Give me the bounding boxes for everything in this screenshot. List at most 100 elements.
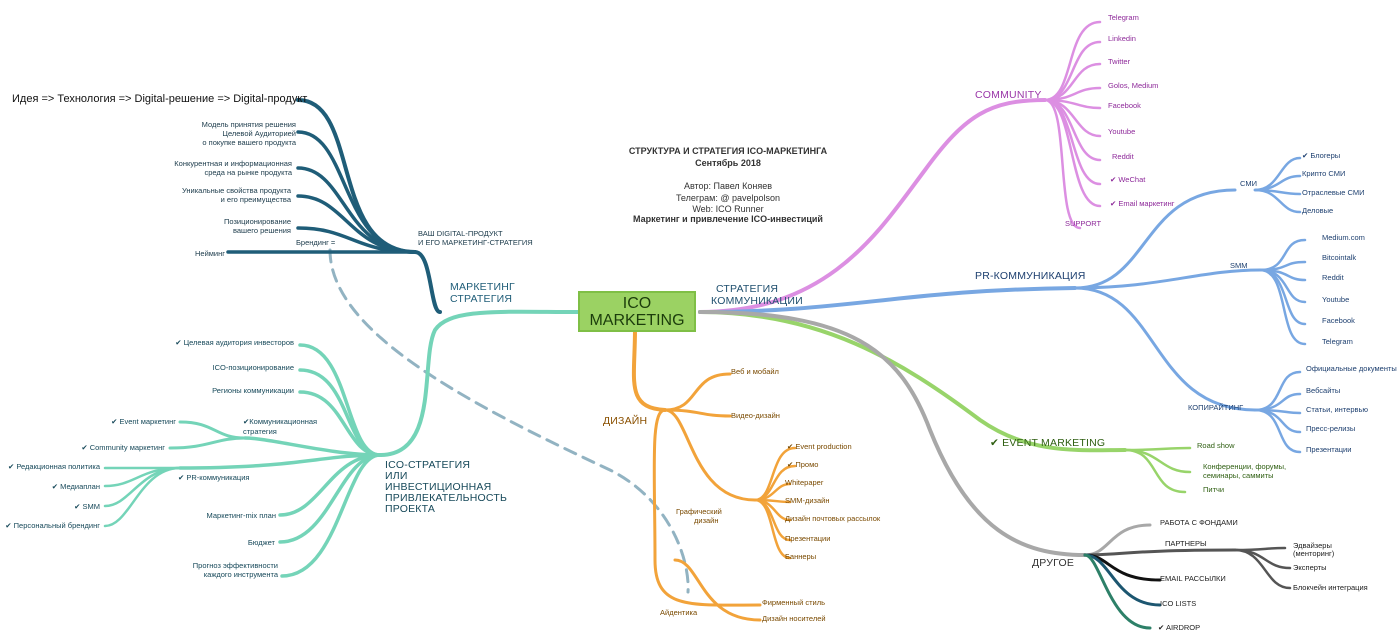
community-item: Twitter (1108, 57, 1131, 66)
ico-label-line: ПРОЕКТА (385, 503, 435, 515)
center-node-line1: ICO (622, 294, 652, 312)
other-funds: РАБОТА С ФОНДАМИ (1160, 518, 1238, 527)
marketing-branch-lines (226, 98, 442, 314)
pr-smi-label: СМИ (1240, 179, 1257, 188)
ico-pr-label: ✔ PR-коммуникация (178, 473, 249, 482)
community-item: SUPPORT (1065, 219, 1102, 228)
event-branch-lines (698, 310, 1192, 494)
ico-pr-item: ✔ SMM (74, 502, 100, 511)
pr-copy-item: Статьи, интервью (1306, 405, 1368, 414)
marketing-unique-line: и его преимущества (221, 195, 292, 204)
marketing-label-line2: СТРАТЕГИЯ (450, 293, 512, 305)
pr-label: PR-КОММУНИКАЦИЯ (975, 270, 1086, 282)
marketing-model-line: Целевой Аудиторией (222, 129, 296, 138)
community-item: Youtube (1108, 127, 1135, 136)
ico-pr-item: ✔ Персональный брендинг (5, 521, 100, 530)
pr-copy-item: Вебсайты (1306, 386, 1340, 395)
pr-smm-item: Medium.com (1322, 233, 1365, 242)
ico-label-line: ПРИВЛЕКАТЕЛЬНОСТЬ (385, 492, 507, 504)
header-date: Сентябрь 2018 (695, 158, 761, 168)
header-author: Автор: Павел Коняев (684, 181, 772, 191)
event-label: ✔ EVENT MARKETING (990, 437, 1105, 449)
other-partners-label: ПАРТНЕРЫ (1165, 539, 1207, 548)
ico-forecast-line: Прогноз эффективности (193, 561, 278, 570)
event-item: Road show (1197, 441, 1235, 450)
community-item: Facebook (1108, 101, 1141, 110)
marketing-competition-line: Конкурентная и информационная (174, 159, 292, 168)
pr-smm-item: Facebook (1322, 316, 1355, 325)
community-item: Golos, Medium (1108, 81, 1158, 90)
community-labels: COMMUNITY Telegram Linkedin Twitter Golo… (975, 13, 1175, 228)
community-item: Reddit (1112, 152, 1135, 161)
design-identity-label: Айдентика (660, 608, 698, 617)
ico-comm-item: ✔ Event маркетинг (111, 417, 176, 426)
marketing-positioning-line: вашего решения (233, 226, 291, 235)
ico-comm-label-line1: ✔Коммуникационная (243, 417, 317, 426)
pr-smi-item: Крипто СМИ (1302, 169, 1345, 178)
pr-smi-item: Отраслевые СМИ (1302, 188, 1365, 197)
marketing-positioning-line: Позиционирование (224, 217, 291, 226)
design-graphic-item: Дизайн почтовых рассылок (785, 514, 881, 523)
header-title: СТРУКТУРА И СТРАТЕГИЯ ICO-МАРКЕТИНГА (629, 146, 828, 156)
event-item: Конференции, форумы, (1203, 462, 1286, 471)
marketing-idea: Идея => Технология => Digital-решение =>… (12, 93, 307, 105)
other-airdrop: ✔ AIRDROP (1158, 623, 1200, 632)
marketing-label-line1: МАРКЕТИНГ (450, 281, 515, 293)
ico-pr-item: ✔ Медиаплан (52, 482, 100, 491)
pr-smm-item: Reddit (1322, 273, 1345, 282)
other-partners-item: Эдвайзеры (1293, 541, 1332, 550)
ico-mix: Маркетинг-mix план (207, 511, 276, 520)
ico-label-line: ИЛИ (385, 470, 408, 482)
marketing-branding: Брендинг = (296, 238, 336, 247)
marketing-product-line1: ВАШ DIGITAL-ПРОДУКТ (418, 229, 503, 238)
design-graphic-item: Баннеры (785, 552, 816, 561)
design-graphic-item: Whitepaper (785, 478, 824, 487)
ico-audience: ✔ Целевая аудитория инвесторов (175, 338, 294, 347)
pr-copy-item: Презентации (1306, 445, 1351, 454)
header-telegram: Телеграм: @ pavelpolson (676, 193, 780, 203)
ico-strategy-branch-lines (103, 309, 580, 578)
strategy-label-line1: СТРАТЕГИЯ (716, 283, 778, 295)
dashed-link-branding-identity (328, 248, 690, 594)
pr-copy-item: Пресс-релизы (1306, 424, 1355, 433)
ico-comm-label-line2: стратегия (243, 427, 277, 436)
design-identity-item: Дизайн носителей (762, 614, 826, 623)
marketing-naming: Нейминг (195, 249, 225, 258)
pr-smm-item: Bitcointalk (1322, 253, 1356, 262)
design-graphic-item: ✔ Event production (787, 442, 852, 451)
other-email: EMAIL РАССЫЛКИ (1160, 574, 1226, 583)
community-item: Linkedin (1108, 34, 1136, 43)
other-labels: ДРУГОЕ РАБОТА С ФОНДАМИ ПАРТНЕРЫ Эдвайзе… (1032, 518, 1368, 632)
community-branch-lines (698, 20, 1102, 314)
design-graphic-item: Презентации (785, 534, 830, 543)
design-branch-lines (631, 328, 797, 622)
center-node-line2: MARKETING (589, 311, 685, 329)
strategy-label: СТРАТЕГИЯ КОММУНИКАЦИИ (711, 283, 803, 307)
design-graphic-label2: дизайн (694, 516, 719, 525)
ico-budget: Бюджет (248, 538, 276, 547)
community-item: ✔ Email маркетинг (1110, 199, 1175, 208)
event-labels: ✔ EVENT MARKETING Road show Конференции,… (990, 437, 1286, 494)
event-item: Питчи (1203, 485, 1224, 494)
other-lists: ICO LISTS (1160, 599, 1196, 608)
marketing-product-line2: И ЕГО МАРКЕТИНГ-СТРАТЕГИЯ (418, 238, 533, 247)
community-item: Telegram (1108, 13, 1139, 22)
center-node-ico-marketing[interactable]: ICO MARKETING (578, 291, 696, 332)
ico-regions: Регионы коммуникации (212, 386, 294, 395)
ico-positioning: ICO-позиционирование (212, 363, 294, 372)
design-video: Видео-дизайн (731, 411, 780, 420)
ico-pr-item: ✔ Редакционная политика (8, 462, 101, 471)
design-web: Веб и мобайл (731, 367, 779, 376)
design-labels: ДИЗАЙН Веб и мобайл Видео-дизайн Графиче… (603, 367, 881, 623)
header-web: Web: ICO Runner (692, 204, 763, 214)
ico-comm-item: ✔ Community маркетинг (81, 443, 165, 452)
pr-smm-item: Youtube (1322, 295, 1349, 304)
marketing-model-line: Модель принятия решения (202, 120, 296, 129)
ico-forecast-line: каждого инструмента (204, 570, 279, 579)
design-graphic-item: ✔ Промо (787, 460, 818, 469)
pr-smm-item: Telegram (1322, 337, 1353, 346)
other-partners-item: Эксперты (1293, 563, 1327, 572)
pr-labels: PR-КОММУНИКАЦИЯ СМИ ✔ Блогеры Крипто СМИ… (975, 151, 1397, 454)
